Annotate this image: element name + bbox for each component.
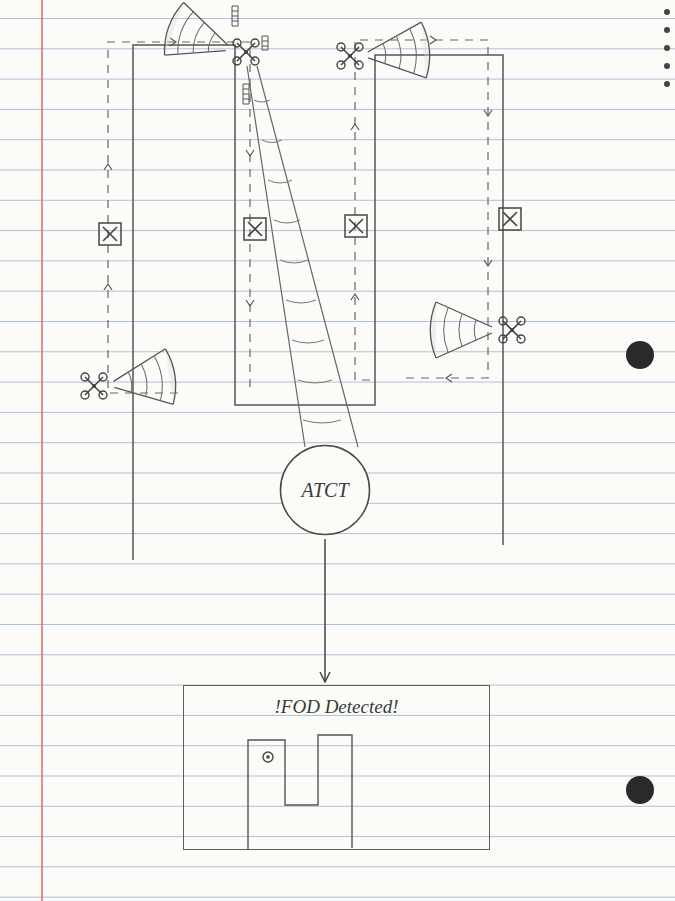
direction-chevron [351, 124, 359, 130]
hatch-marks [232, 6, 268, 104]
alert-heading: !FOD Detected! [275, 696, 399, 719]
drone-unit [81, 348, 179, 412]
beam-edge [247, 66, 358, 447]
sensor-cone [159, 1, 236, 75]
binder-mark [664, 81, 670, 87]
drone-symbol [233, 39, 259, 65]
punch-hole [626, 341, 654, 369]
beam-ticks [254, 100, 341, 423]
node-label: ATCT [301, 478, 348, 502]
patrol-path [355, 40, 488, 380]
drone-symbol [81, 373, 107, 399]
alert-screen: !FOD Detected! [183, 685, 490, 850]
drone-unit [337, 22, 432, 83]
hatch-lines [232, 11, 268, 99]
transmission-beam [247, 66, 358, 447]
sensor-cone [110, 348, 179, 412]
direction-chevrons [104, 36, 492, 382]
direction-chevron [430, 36, 436, 44]
flow-arrow [324, 539, 326, 682]
direction-chevron [351, 294, 359, 300]
direction-chevron [484, 260, 492, 266]
tower-circle: ATCT [279, 444, 371, 536]
patrol-path [108, 42, 250, 393]
sensor-cone [430, 302, 492, 358]
binder-mark [664, 9, 670, 15]
direction-chevron [484, 110, 492, 116]
direction-chevron [446, 374, 452, 382]
drone-unit [430, 302, 525, 358]
binder-marks [664, 9, 670, 87]
sensor-cone [366, 22, 432, 83]
fod-location-dot [263, 752, 273, 762]
direction-chevron [104, 164, 112, 170]
circle-outline [281, 446, 370, 535]
direction-chevron [104, 284, 112, 290]
direction-chevron [170, 38, 176, 46]
direction-chevron [246, 300, 254, 306]
direction-chevron [246, 150, 254, 156]
drone-unit [159, 1, 268, 104]
binder-mark [664, 63, 670, 69]
fod-marker [345, 215, 367, 237]
fod-marker [244, 218, 266, 240]
fod-marker [499, 208, 521, 230]
mini-map [248, 735, 352, 850]
margin-line [41, 0, 43, 901]
fod-location-dot [266, 755, 270, 759]
drone-symbol [337, 43, 363, 69]
punch-hole [626, 776, 654, 804]
fod-marker [99, 223, 121, 245]
runway-outline [133, 45, 503, 560]
binder-mark [664, 45, 670, 51]
binder-mark [664, 27, 670, 33]
drone-symbol [499, 317, 525, 343]
